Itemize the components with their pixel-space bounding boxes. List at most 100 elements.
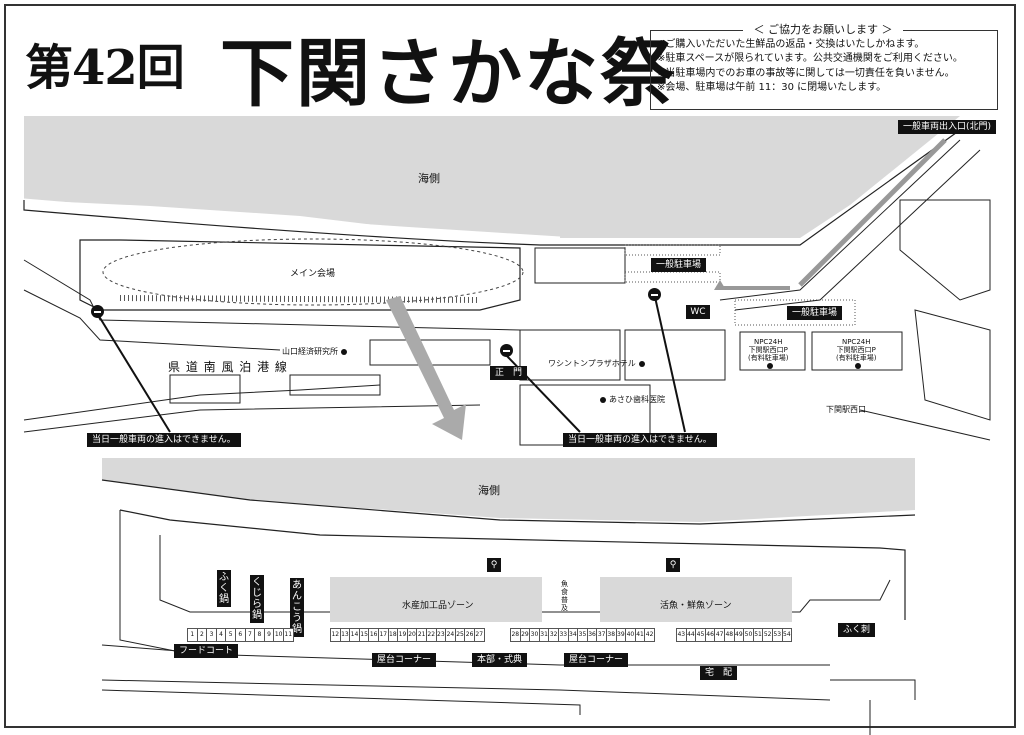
fish-food-label: 魚食普及 [561,580,568,612]
stall: 25 [455,628,466,642]
stall: 44 [686,628,697,642]
notice-line: ※会場、駐車場は午前 11：30 に閉場いたします。 [657,82,887,93]
stall: 15 [359,628,370,642]
dental-label: あさひ歯科医院 [600,394,665,405]
title-main: 下関さかな祭 [220,31,676,117]
stall-row-c: 28 29 30 31 32 33 34 35 36 37 38 39 40 4… [510,628,655,642]
food-court-label: フードコート [174,644,239,658]
zone-fresh-area [600,577,792,622]
stall: 10 [274,628,284,642]
stall: 51 [753,628,764,642]
main-venue-label: メイン会場 [290,269,336,279]
ankou-nabe-label: あんこう鍋 [290,578,304,637]
stall-row-b: 12 13 14 15 16 17 18 19 20 21 22 23 24 2… [330,628,485,642]
stall: 19 [398,628,408,642]
stall: 39 [616,628,627,642]
event-title: 第42回 下関さかな祭 [25,28,674,117]
stall: 37 [597,628,607,642]
north-gate-label: 一般車両出入口(北門) [898,120,997,134]
stall: 50 [744,628,754,642]
fuku-nabe-label: ふく鍋 [217,570,231,607]
stall: 8 [255,628,265,642]
stall: 46 [705,628,716,642]
stall: 54 [782,628,793,642]
stall: 40 [626,628,636,642]
notice-line: ※ご購入いただいた生鮮品の返品・交換はいたしかねます。 [657,38,925,50]
hotel-label: ワシントンプラザホテル [548,358,645,369]
stall: 6 [235,628,246,642]
parking-label-1: 一般駐車場 [651,258,707,272]
stall: 7 [245,628,256,642]
stall: 1 [187,628,198,642]
fukusashi-label: ふく刺 [838,623,876,637]
stall: 53 [772,628,783,642]
stall: 31 [539,628,550,642]
stall: 49 [734,628,745,642]
restroom-icon: ⚲ [487,558,501,572]
yatai-corner-1: 屋台コーナー [372,653,437,667]
notice-line: ※当駐車場内でのお車の事故等に関しては一切責任を負いません。 [657,67,955,79]
sea-label-lower: 海側 [478,484,500,497]
yamaguchi-label: 山口経済研究所 [282,346,347,357]
stall: 11 [283,628,294,642]
stall: 33 [558,628,569,642]
zone-processed-area [330,577,542,622]
zone-processed-label: 水産加工品ゾーン [402,601,474,611]
restroom-icon: WC [686,305,710,319]
stall: 16 [369,628,379,642]
stall-row-d: 43 44 45 46 47 48 49 50 51 52 53 54 [676,628,793,642]
stall: 45 [696,628,706,642]
stall: 18 [388,628,399,642]
no-entry-note-left: 当日一般車両の進入はできません。 [87,433,241,447]
stall: 13 [340,628,351,642]
stall: 20 [407,628,418,642]
sea-label-upper: 海側 [418,172,440,185]
restroom-icon: ⚲ [666,558,680,572]
stall: 29 [520,628,531,642]
stall: 42 [645,628,655,642]
stall: 24 [446,628,456,642]
stall: 41 [635,628,646,642]
stall: 47 [715,628,725,642]
stall: 43 [676,628,687,642]
stall-row-a: 1 2 3 4 5 6 7 8 9 10 11 [187,628,294,642]
stall: 38 [606,628,617,642]
stall: 52 [763,628,773,642]
map-frame [4,4,1016,728]
road-label: 県 道 南 風 泊 港 線 [168,360,288,374]
stall: 4 [216,628,227,642]
no-entry-icon [648,288,661,301]
no-entry-icon [91,305,104,318]
stall: 21 [417,628,427,642]
stall: 3 [207,628,217,642]
stall: 14 [350,628,360,642]
stall: 2 [197,628,208,642]
no-entry-note-right: 当日一般車両の進入はできません。 [563,433,717,447]
station-west-label: 下関駅西口 [826,405,866,414]
stall: 28 [510,628,521,642]
headquarters-label: 本部・式典 [472,653,528,667]
stall: 32 [549,628,559,642]
yatai-corner-2: 屋台コーナー [564,653,629,667]
main-venue-outline [102,238,524,306]
stall: 17 [378,628,389,642]
sea-area-upper [24,116,960,238]
notice-box: ＜ ご協力をお願いします ＞ ※ご購入いただいた生鮮品の返品・交換はいたしかねま… [650,23,998,110]
stall: 9 [264,628,275,642]
kujira-nabe-label: くじら鍋 [250,575,264,623]
zone-fresh-label: 活魚・鮮魚ゾーン [660,601,732,611]
stall: 27 [474,628,485,642]
stall: 35 [578,628,588,642]
stall: 5 [226,628,236,642]
stall: 36 [587,628,598,642]
stall: 23 [436,628,447,642]
delivery-label: 宅 配 [700,666,738,680]
stall: 22 [426,628,437,642]
sea-area-lower [102,458,915,522]
direction-arrow [386,296,466,440]
parking-label-2: 一般駐車場 [787,306,843,320]
notice-heading: ＜ ご協力をお願いします ＞ [743,23,903,38]
